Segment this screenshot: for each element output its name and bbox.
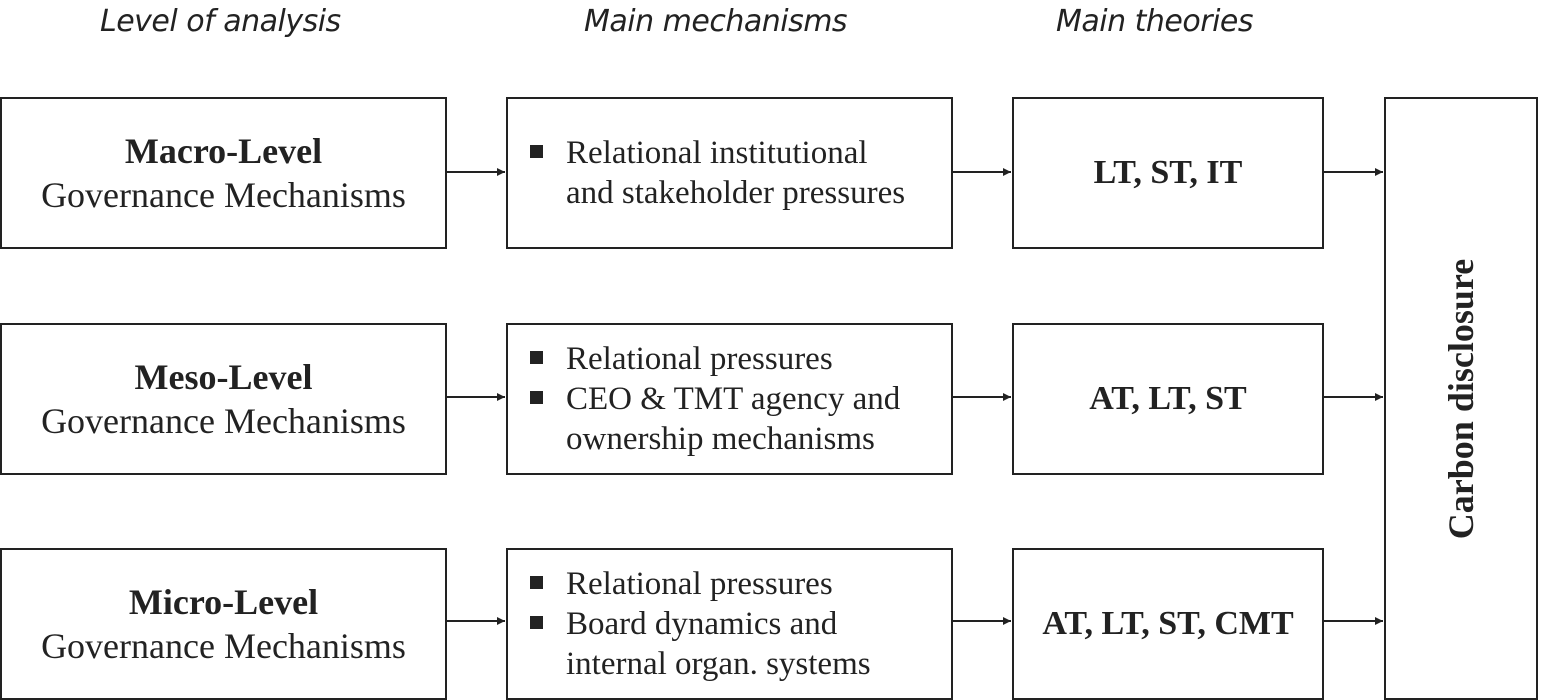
micro-level-box: Micro-Level Governance Mechanisms	[0, 548, 447, 700]
mechanism-bullet-item: Board dynamics and internal organ. syste…	[528, 604, 951, 684]
micro-theories-box: AT, LT, ST, CMT	[1012, 548, 1324, 700]
micro-theories-label: AT, LT, ST, CMT	[1042, 605, 1294, 642]
meso-level-box: Meso-Level Governance Mechanisms	[0, 323, 447, 475]
header-level-of-analysis: Level of analysis	[100, 4, 341, 39]
micro-level-title: Micro-Level	[128, 582, 319, 622]
mechanism-line: ownership mechanisms	[566, 421, 875, 457]
carbon-disclosure-box: Carbon disclosure	[1384, 97, 1538, 700]
meso-mechanisms-box: Relational pressures CEO & TMT agency an…	[506, 323, 953, 475]
mechanism-bullet-item: CEO & TMT agency and ownership mechanism…	[528, 379, 951, 459]
macro-level-title: Macro-Level	[124, 131, 323, 171]
macro-level-subtitle: Governance Mechanisms	[41, 175, 406, 215]
macro-level-box: Macro-Level Governance Mechanisms	[0, 97, 447, 249]
mechanism-bullet-item: Relational institutional and stakeholder…	[528, 133, 951, 213]
mechanism-line: and stakeholder pressures	[566, 175, 906, 211]
mechanism-line: Relational pressures	[566, 341, 833, 377]
mechanism-bullet-item: Relational pressures	[528, 564, 951, 604]
mechanism-line: CEO & TMT agency and	[566, 381, 901, 417]
meso-theories-label: AT, LT, ST	[1089, 380, 1247, 417]
mechanism-bullet-item: Relational pressures	[528, 339, 951, 379]
meso-theories-box: AT, LT, ST	[1012, 323, 1324, 475]
micro-level-subtitle: Governance Mechanisms	[41, 626, 406, 666]
meso-level-title: Meso-Level	[134, 357, 313, 397]
header-main-theories: Main theories	[1056, 4, 1254, 39]
mechanism-line: Board dynamics and	[566, 606, 838, 642]
meso-level-subtitle: Governance Mechanisms	[41, 401, 406, 441]
mechanism-line: internal organ. systems	[566, 646, 871, 682]
mechanism-line: Relational institutional	[566, 135, 868, 171]
mechanism-line: Relational pressures	[566, 566, 833, 602]
macro-mechanisms-box: Relational institutional and stakeholder…	[506, 97, 953, 249]
micro-mechanisms-box: Relational pressures Board dynamics and …	[506, 548, 953, 700]
macro-theories-label: LT, ST, IT	[1093, 154, 1243, 191]
macro-theories-box: LT, ST, IT	[1012, 97, 1324, 249]
header-main-mechanisms: Main mechanisms	[584, 4, 848, 39]
